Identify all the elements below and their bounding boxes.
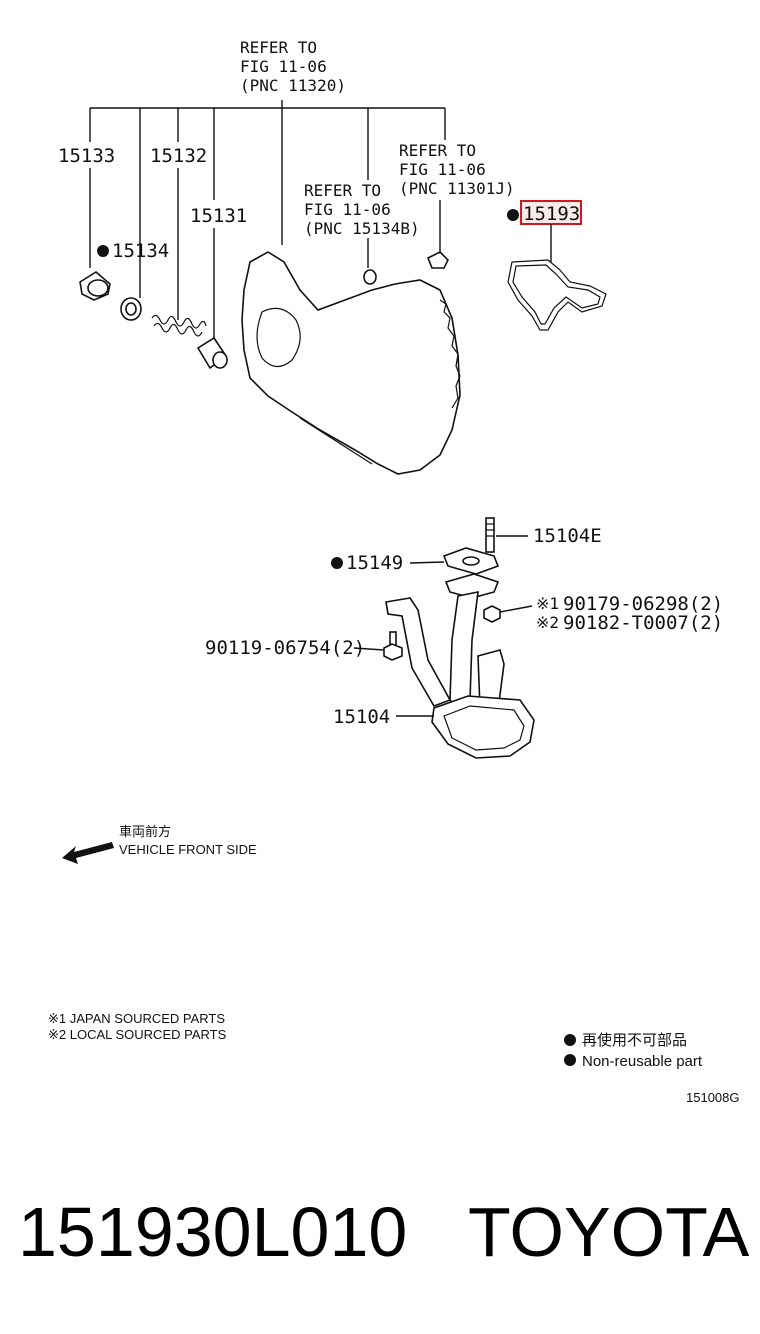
refer-mid-line2: FIG 11-06 (304, 200, 391, 219)
refer-right-line3: (PNC 11301J) (399, 179, 515, 198)
valve-15131-icon (196, 336, 228, 370)
legend-dot-jp (564, 1034, 576, 1046)
oring-15134-icon (120, 297, 142, 321)
direction-jp: 車両前方 (119, 824, 171, 839)
bushing-mid-icon (363, 269, 377, 285)
refer-top-line3: (PNC 11320) (240, 76, 346, 95)
strainer-15104-icon (385, 573, 535, 759)
label-15104: 15104 (333, 706, 390, 728)
label-15131: 15131 (190, 205, 247, 227)
figure-code: 151008G (686, 1090, 740, 1105)
spring-15132-icon (151, 314, 207, 337)
gasket-15149-icon (442, 547, 500, 575)
label-15149: 15149 (346, 552, 403, 574)
footer-brand: TOYOTA (468, 1193, 750, 1271)
footnote-1: ※1 JAPAN SOURCED PARTS (48, 1011, 225, 1026)
case-body-icon (241, 251, 461, 475)
refer-mid-line3: (PNC 15134B) (304, 219, 420, 238)
front-arrow-icon (62, 842, 114, 864)
footnote-2: ※2 LOCAL SOURCED PARTS (48, 1027, 227, 1042)
label-15134: 15134 (112, 240, 169, 262)
nut-icon (483, 605, 501, 623)
mark1: ※1 (536, 594, 559, 613)
refer-right-line1: REFER TO (399, 141, 476, 160)
gasket-15193-icon (507, 259, 607, 331)
refer-mid-line1: REFER TO (304, 181, 381, 200)
label-90119: 90119-06754(2) (205, 637, 365, 659)
refer-right-line2: FIG 11-06 (399, 160, 486, 179)
bolt-90119-icon (383, 631, 403, 661)
legend-en: Non-reusable part (582, 1053, 703, 1070)
non-reusable-dot-15193 (507, 209, 519, 221)
label-90182: 90182-T0007(2) (563, 612, 723, 634)
leader-nut (499, 605, 533, 613)
non-reusable-dot-15134 (97, 245, 109, 257)
label-15193[interactable]: 15193 (523, 203, 580, 225)
footer-part-number: 151930L010 (18, 1193, 407, 1271)
leader-90119 (353, 647, 385, 651)
refer-top-line1: REFER TO (240, 38, 317, 57)
label-15104E: 15104E (533, 525, 602, 547)
stud-15104E-icon (485, 517, 495, 553)
mark2: ※2 (536, 613, 559, 632)
non-reusable-dot-15149 (331, 557, 343, 569)
refer-top-line2: FIG 11-06 (240, 57, 327, 76)
label-15132: 15132 (150, 145, 207, 167)
label-90179: 90179-06298(2) (563, 593, 723, 615)
legend-jp: 再使用不可部品 (582, 1032, 687, 1049)
label-15133: 15133 (58, 145, 115, 167)
leader-15149 (409, 561, 445, 564)
plug-right-icon (426, 251, 449, 269)
direction-en: VEHICLE FRONT SIDE (119, 842, 257, 857)
plug-15133-icon (79, 271, 111, 301)
legend-dot-en (564, 1054, 576, 1066)
